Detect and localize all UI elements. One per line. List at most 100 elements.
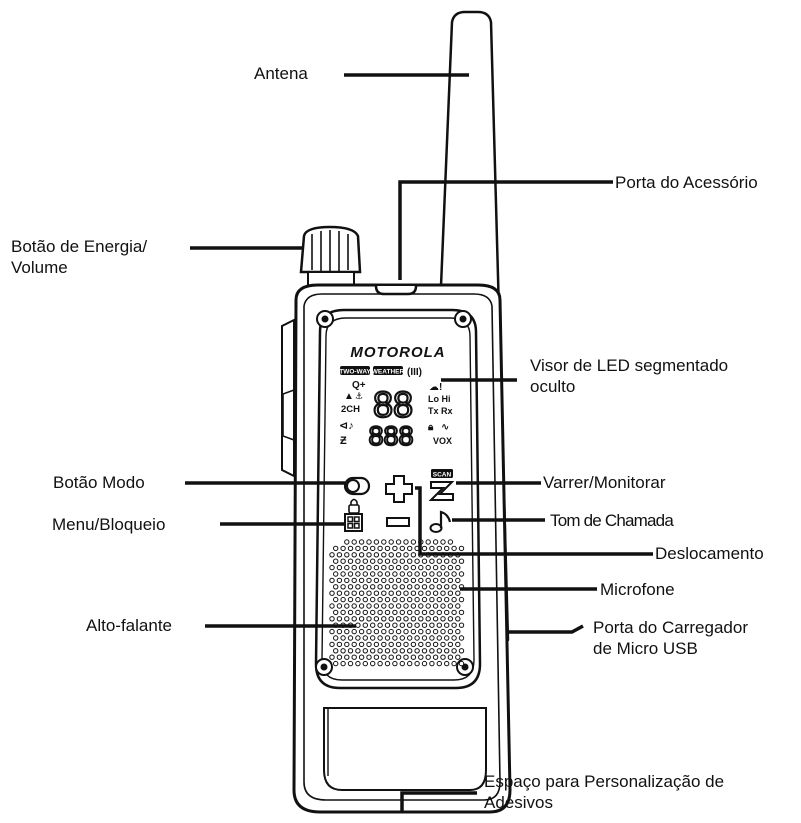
grille-hole (355, 596, 361, 603)
leader-scroll (415, 486, 653, 556)
grille-hole (384, 648, 391, 654)
leader-sticker-space (400, 791, 477, 812)
grille-hole (425, 577, 431, 584)
grille-hole (407, 622, 413, 628)
grille-hole (340, 596, 346, 603)
grille-hole (381, 654, 387, 660)
grille-hole (336, 628, 343, 635)
speaker-grille (329, 539, 465, 667)
grille-hole (358, 564, 365, 571)
grille-hole (440, 616, 446, 622)
grille-hole (336, 641, 343, 648)
grille-hole (444, 609, 450, 616)
grille-hole (381, 590, 387, 596)
grille-hole (444, 648, 450, 654)
grille-hole (395, 628, 402, 635)
grille-hole (333, 571, 339, 577)
screw-top-right (454, 310, 472, 328)
grille-hole (440, 577, 446, 584)
scan-badge: SCAN (431, 469, 453, 479)
svg-text:▲: ▲ (344, 391, 354, 402)
grille-hole (366, 603, 372, 609)
grille-hole (399, 596, 405, 603)
grille-hole (351, 641, 357, 648)
grille-hole (347, 660, 354, 667)
grille-hole (351, 616, 357, 622)
power-volume-knob (299, 225, 362, 287)
grille-hole (395, 539, 402, 545)
grille-hole (410, 539, 417, 545)
grille-hole (381, 577, 387, 584)
grille-hole (455, 603, 461, 609)
grille-hole (436, 609, 442, 616)
grille-hole (429, 558, 435, 564)
grille-hole (347, 609, 354, 616)
grille-hole (329, 616, 335, 622)
grille-hole (355, 660, 361, 667)
grille-hole (362, 648, 368, 654)
grille-hole (358, 603, 365, 609)
grille-hole (447, 654, 454, 660)
grille-hole (455, 654, 461, 660)
grille-hole (388, 628, 394, 635)
grille-hole (399, 622, 405, 628)
grille-hole (421, 571, 428, 577)
grille-hole (418, 628, 424, 635)
grille-hole (388, 616, 394, 622)
grille-hole (336, 616, 343, 622)
grille-hole (444, 660, 450, 667)
grille-hole (410, 603, 417, 609)
grille-hole (388, 654, 394, 660)
grille-hole (388, 552, 394, 558)
grille-hole (362, 571, 368, 577)
svg-text:🔒︎: 🔒︎ (428, 422, 434, 433)
grille-hole (429, 596, 435, 603)
grille-hole (347, 596, 354, 603)
grille-hole (399, 584, 405, 590)
grille-hole (451, 584, 457, 590)
grille-hole (444, 545, 450, 552)
grille-hole (440, 654, 446, 660)
grille-hole (336, 603, 343, 609)
grille-hole (329, 654, 335, 660)
label-scan-monitor: Varrer/Monitorar (543, 473, 666, 492)
grille-hole (388, 564, 394, 571)
grille-hole (347, 545, 354, 552)
grille-hole (403, 654, 409, 660)
lcd-tx-rx: Tx Rx (428, 406, 453, 416)
svg-text:☁!: ☁! (429, 382, 442, 393)
menu-button (344, 513, 363, 532)
grille-hole (358, 654, 365, 660)
grille-hole (388, 641, 394, 648)
grille-hole (403, 616, 409, 622)
grille-hole (429, 648, 435, 654)
grille-hole (407, 660, 413, 667)
grille-hole (358, 641, 365, 648)
screw-bottom-left (315, 658, 333, 676)
grille-hole (447, 539, 454, 545)
grille-hole (432, 654, 439, 660)
label-call-tone: Tom de Chamada (550, 511, 674, 530)
grille-hole (418, 616, 424, 622)
grille-hole (366, 577, 372, 584)
grille-hole (358, 616, 365, 622)
grille-hole (451, 609, 457, 616)
grille-hole (425, 654, 431, 660)
grille-hole (407, 609, 413, 616)
grille-hole (414, 609, 420, 616)
grille-hole (358, 539, 365, 545)
grille-hole (410, 564, 417, 571)
grille-hole (366, 590, 372, 596)
label-accessory-port: Porta do Acessório (615, 173, 758, 192)
grille-hole (392, 609, 398, 616)
grille-hole (399, 571, 405, 577)
svg-text:⊲♪: ⊲♪ (339, 420, 354, 432)
grille-hole (421, 622, 428, 628)
grille-hole (421, 596, 428, 603)
grille-hole (333, 584, 339, 590)
grille-hole (329, 564, 335, 571)
grille-hole (340, 571, 346, 577)
label-charger-port: Porta do Carregador de Micro USB (593, 618, 748, 658)
grille-hole (340, 609, 346, 616)
grille-hole (381, 616, 387, 622)
